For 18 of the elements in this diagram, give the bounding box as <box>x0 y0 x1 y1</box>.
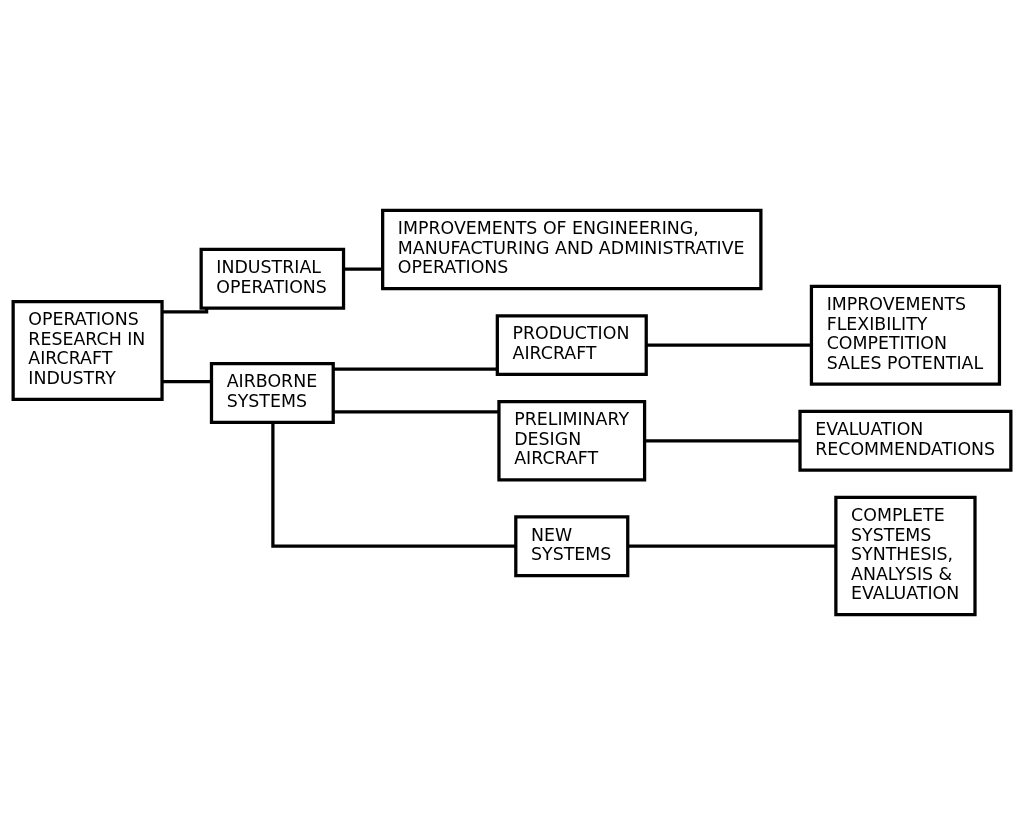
connector <box>343 267 383 271</box>
node-box: PRODUCTION AIRCRAFT <box>495 314 648 377</box>
node-box: PRELIMINARY DESIGN AIRCRAFT <box>497 400 647 482</box>
node-box: NEW SYSTEMS <box>514 515 630 578</box>
connector <box>646 343 812 347</box>
node-box: OPERATIONS RESEARCH IN AIRCRAFT INDUSTRY <box>11 300 164 402</box>
node-box: COMPLETE SYSTEMS SYNTHESIS, ANALYSIS & EVALUATION <box>834 495 977 617</box>
connector <box>162 379 212 384</box>
node-box: EVALUATION RECOMMENDATIONS <box>798 409 1013 472</box>
connector <box>271 422 516 548</box>
connector <box>645 439 800 443</box>
node-box: IMPROVEMENTS OF ENGINEERING, MANUFACTURING AND ADMINISTRATIVE OPERATIONS <box>381 208 763 291</box>
connector <box>333 410 499 414</box>
node-box: AIRBORNE SYSTEMS <box>209 361 335 424</box>
node-box: IMPROVEMENTS FLEXIBILITY COMPETITION SALES POTENTIAL <box>809 284 1002 386</box>
node-box: INDUSTRIAL OPERATIONS <box>199 247 346 310</box>
connector <box>628 544 836 548</box>
connector <box>333 367 498 371</box>
